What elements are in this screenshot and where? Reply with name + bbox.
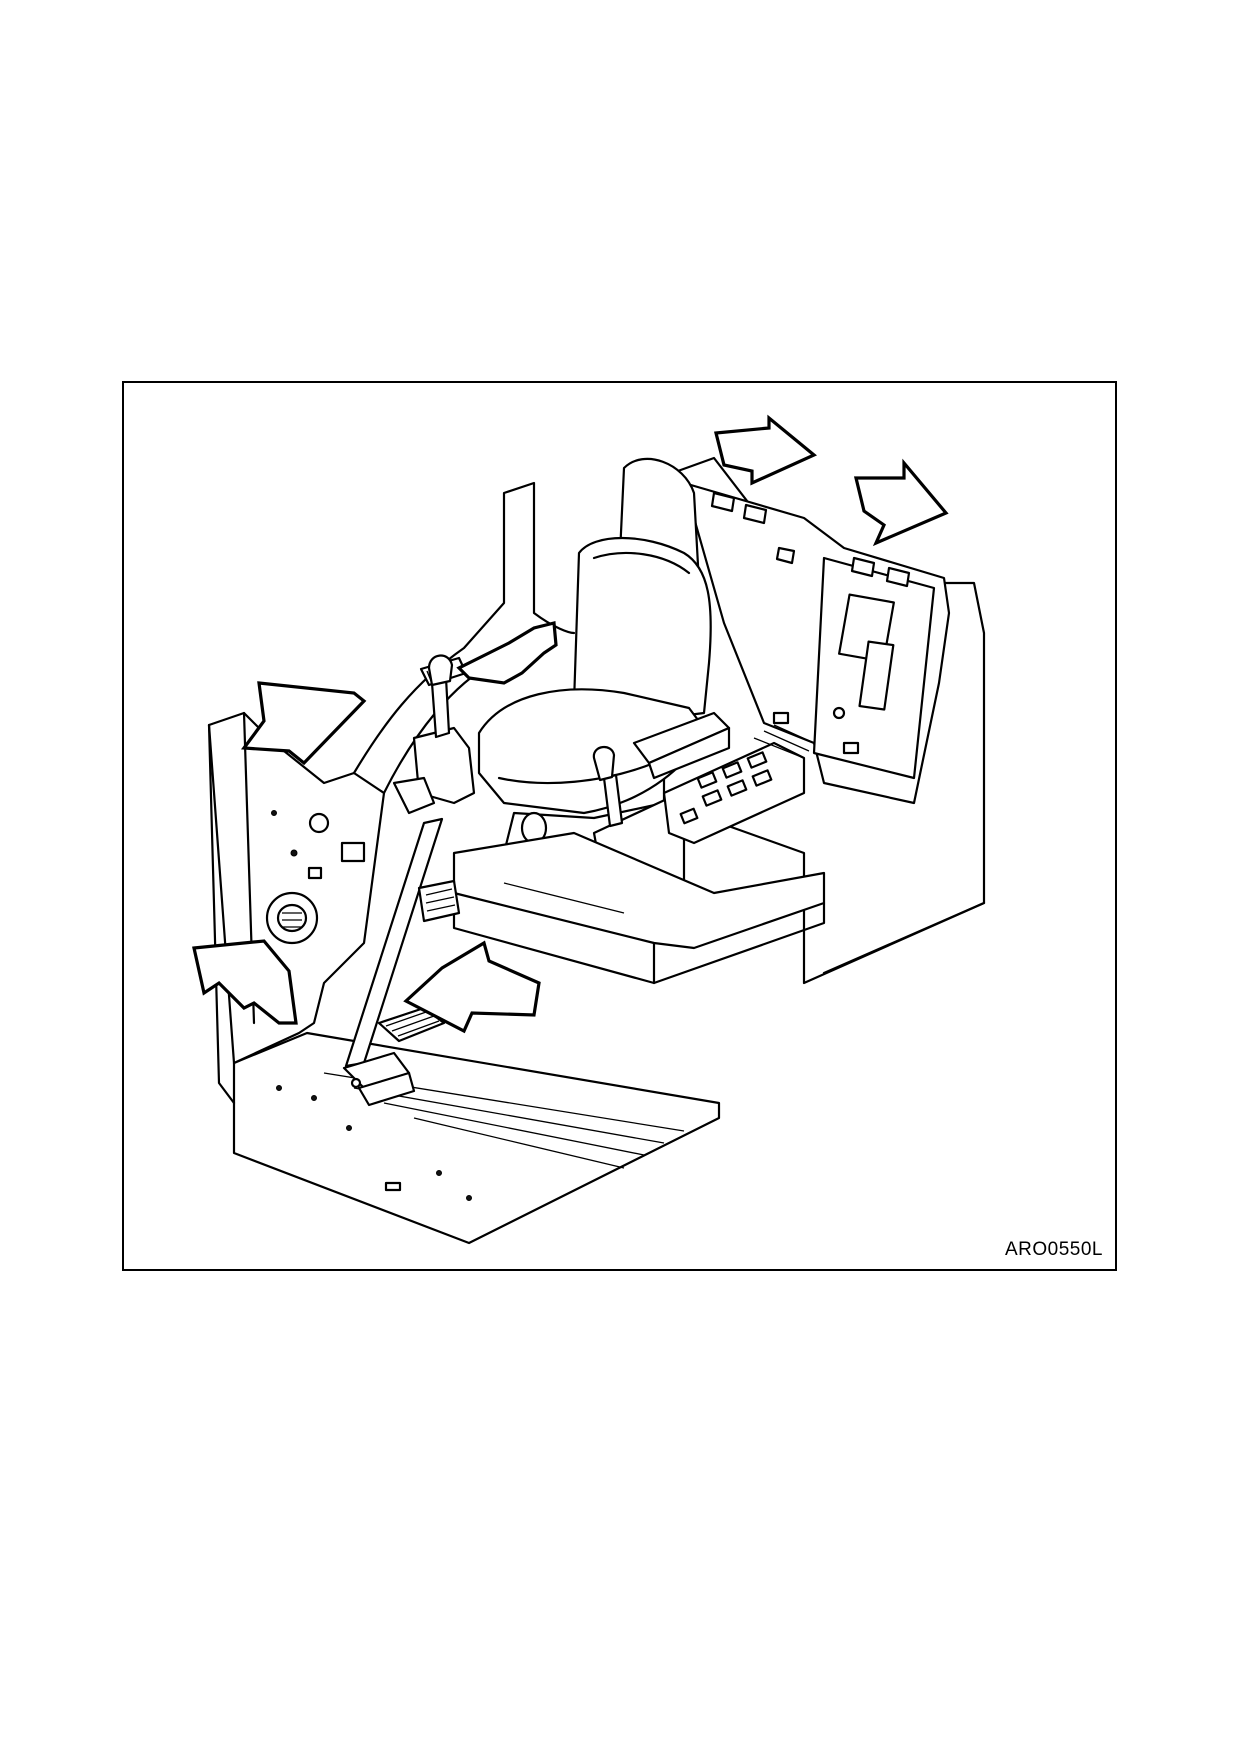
operator-cab-illustration (192, 414, 986, 1245)
arrow-safety-lever (403, 940, 541, 1034)
arrow-left-console-bottom (192, 939, 298, 1025)
arrow-top-center (713, 414, 818, 486)
arrow-top-right (853, 458, 949, 547)
arrow-seat-back (456, 620, 558, 685)
travel-pedals (342, 1006, 446, 1107)
left-control-lever (392, 654, 476, 815)
safety-lever (344, 817, 461, 1068)
arrow-left-console-top (240, 681, 367, 766)
floor-plate (232, 1031, 721, 1245)
figure-code: ARO0550L (1004, 1239, 1103, 1260)
figure-frame: ARO0550L (122, 381, 1117, 1271)
right-control-panel (682, 481, 951, 805)
